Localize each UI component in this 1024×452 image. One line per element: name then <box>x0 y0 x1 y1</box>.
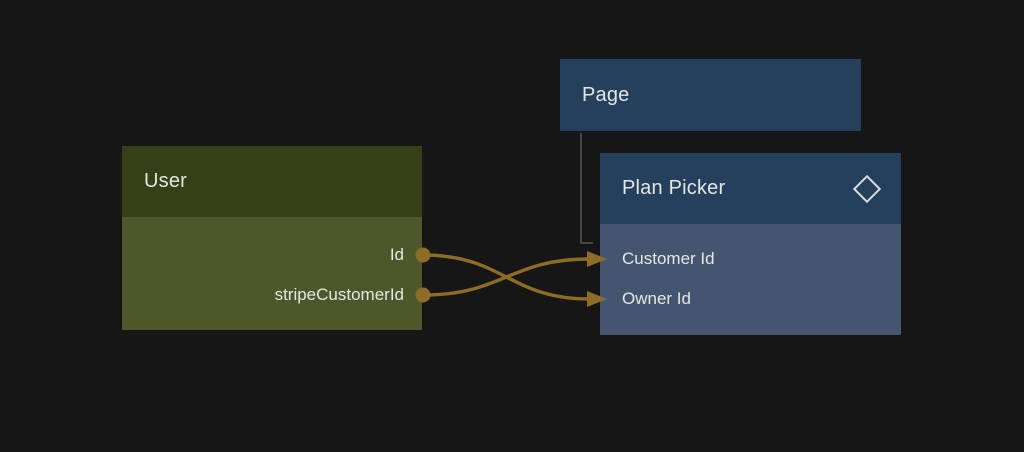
node-user-title: User <box>144 170 188 192</box>
field-row-stripecustomerid[interactable]: stripeCustomerId <box>122 275 422 315</box>
node-user-body: Id stripeCustomerId <box>122 217 422 330</box>
node-page[interactable]: Page <box>560 59 861 131</box>
field-row-id[interactable]: Id <box>122 235 422 275</box>
diamond-icon <box>852 174 882 203</box>
field-label-stripecustomerid: stripeCustomerId <box>274 285 404 304</box>
node-user[interactable]: User Id stripeCustomerId <box>122 146 422 330</box>
node-plan-picker[interactable]: Plan Picker Customer Id Owner Id <box>600 153 901 335</box>
node-plan-picker-title: Plan Picker <box>622 177 726 199</box>
node-page-title: Page <box>582 83 630 106</box>
node-user-header[interactable]: User <box>122 146 422 217</box>
field-row-owner-id[interactable]: Owner Id <box>600 279 901 319</box>
connector-page-to-plan-picker <box>580 133 593 244</box>
edge-user-stripecustomerid-to-customer-id[interactable] <box>421 251 607 297</box>
field-label-owner-id: Owner Id <box>622 289 691 308</box>
field-row-customer-id[interactable]: Customer Id <box>600 239 901 279</box>
node-plan-picker-header[interactable]: Plan Picker <box>600 153 901 224</box>
field-label-customer-id: Customer Id <box>622 249 715 268</box>
field-label-id: Id <box>389 245 404 264</box>
edge-user-id-to-owner-id[interactable] <box>421 253 607 307</box>
node-page-header[interactable]: Page <box>560 59 861 131</box>
node-plan-picker-body: Customer Id Owner Id <box>600 224 901 335</box>
